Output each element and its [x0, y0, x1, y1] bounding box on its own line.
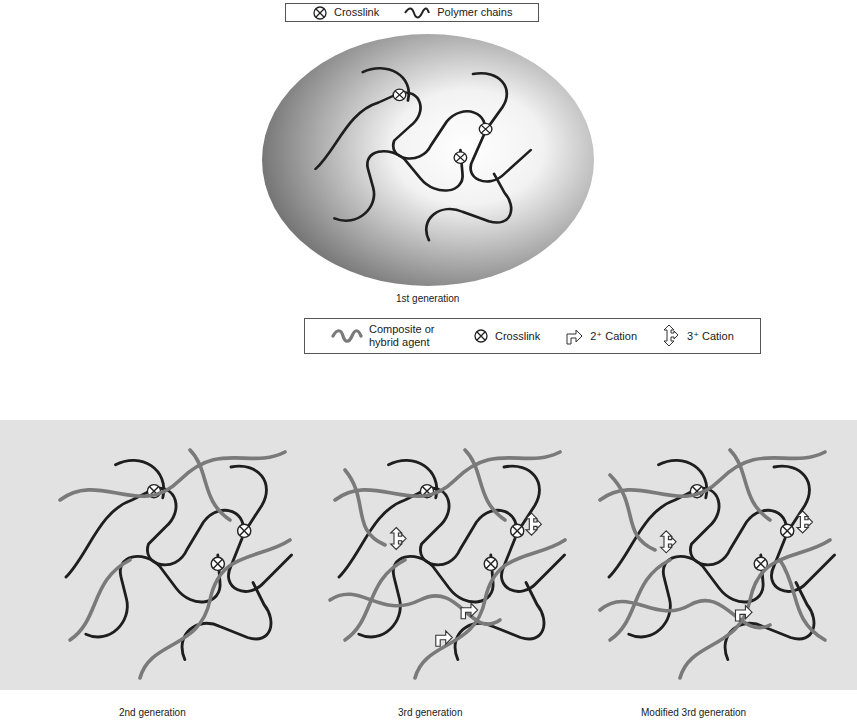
third-generation-cations: [391, 513, 542, 646]
composite-agent-symbol: [331, 328, 363, 344]
legend-label: Crosslink: [334, 6, 379, 19]
generation-caption: 2nd generation: [119, 707, 186, 719]
generation-caption: 3rd generation: [398, 707, 463, 719]
legend-item: Crosslink: [312, 5, 379, 21]
generation-caption: 1st generation: [396, 293, 459, 305]
legend-label: 2⁺ Cation: [590, 330, 637, 343]
legend-label: Composite or hybrid agent: [369, 323, 449, 349]
modified-third-generation-extra-chains: [600, 475, 825, 640]
third-generation-extra-chains: [330, 470, 500, 624]
first-generation-network: [316, 68, 531, 240]
trivalent-cation-symbol: [661, 324, 681, 348]
crosslink-symbol: [312, 5, 328, 21]
legend-box: Crosslink Polymer chains: [285, 3, 539, 22]
modified-third-generation-composite: [600, 450, 830, 678]
legend-item: 3⁺ Cation: [661, 324, 734, 348]
legend-label: 3⁺ Cation: [687, 330, 734, 343]
legend-item: Polymer chains: [403, 6, 512, 20]
legend-box: Composite or hybrid agent Crosslink 2⁺ Cat…: [304, 318, 761, 354]
first-generation-disc: [262, 34, 594, 286]
divalent-cation-symbol: [564, 326, 584, 346]
legend-label: Polymer chains: [437, 6, 512, 19]
legend-label: Crosslink: [495, 330, 540, 343]
crosslink-symbol: [473, 328, 489, 344]
legend-item: 2⁺ Cation: [564, 326, 637, 346]
polymer-chain-symbol: [403, 6, 431, 20]
generation-caption: Modified 3rd generation: [641, 707, 746, 719]
third-generation-composite: [335, 450, 565, 678]
second-generation-composite: [60, 450, 290, 678]
generations-panel: [0, 420, 857, 690]
legend-item: Crosslink: [473, 328, 540, 344]
legend-item: Composite or hybrid agent: [331, 323, 449, 349]
modified-third-generation-cations: [661, 511, 813, 621]
